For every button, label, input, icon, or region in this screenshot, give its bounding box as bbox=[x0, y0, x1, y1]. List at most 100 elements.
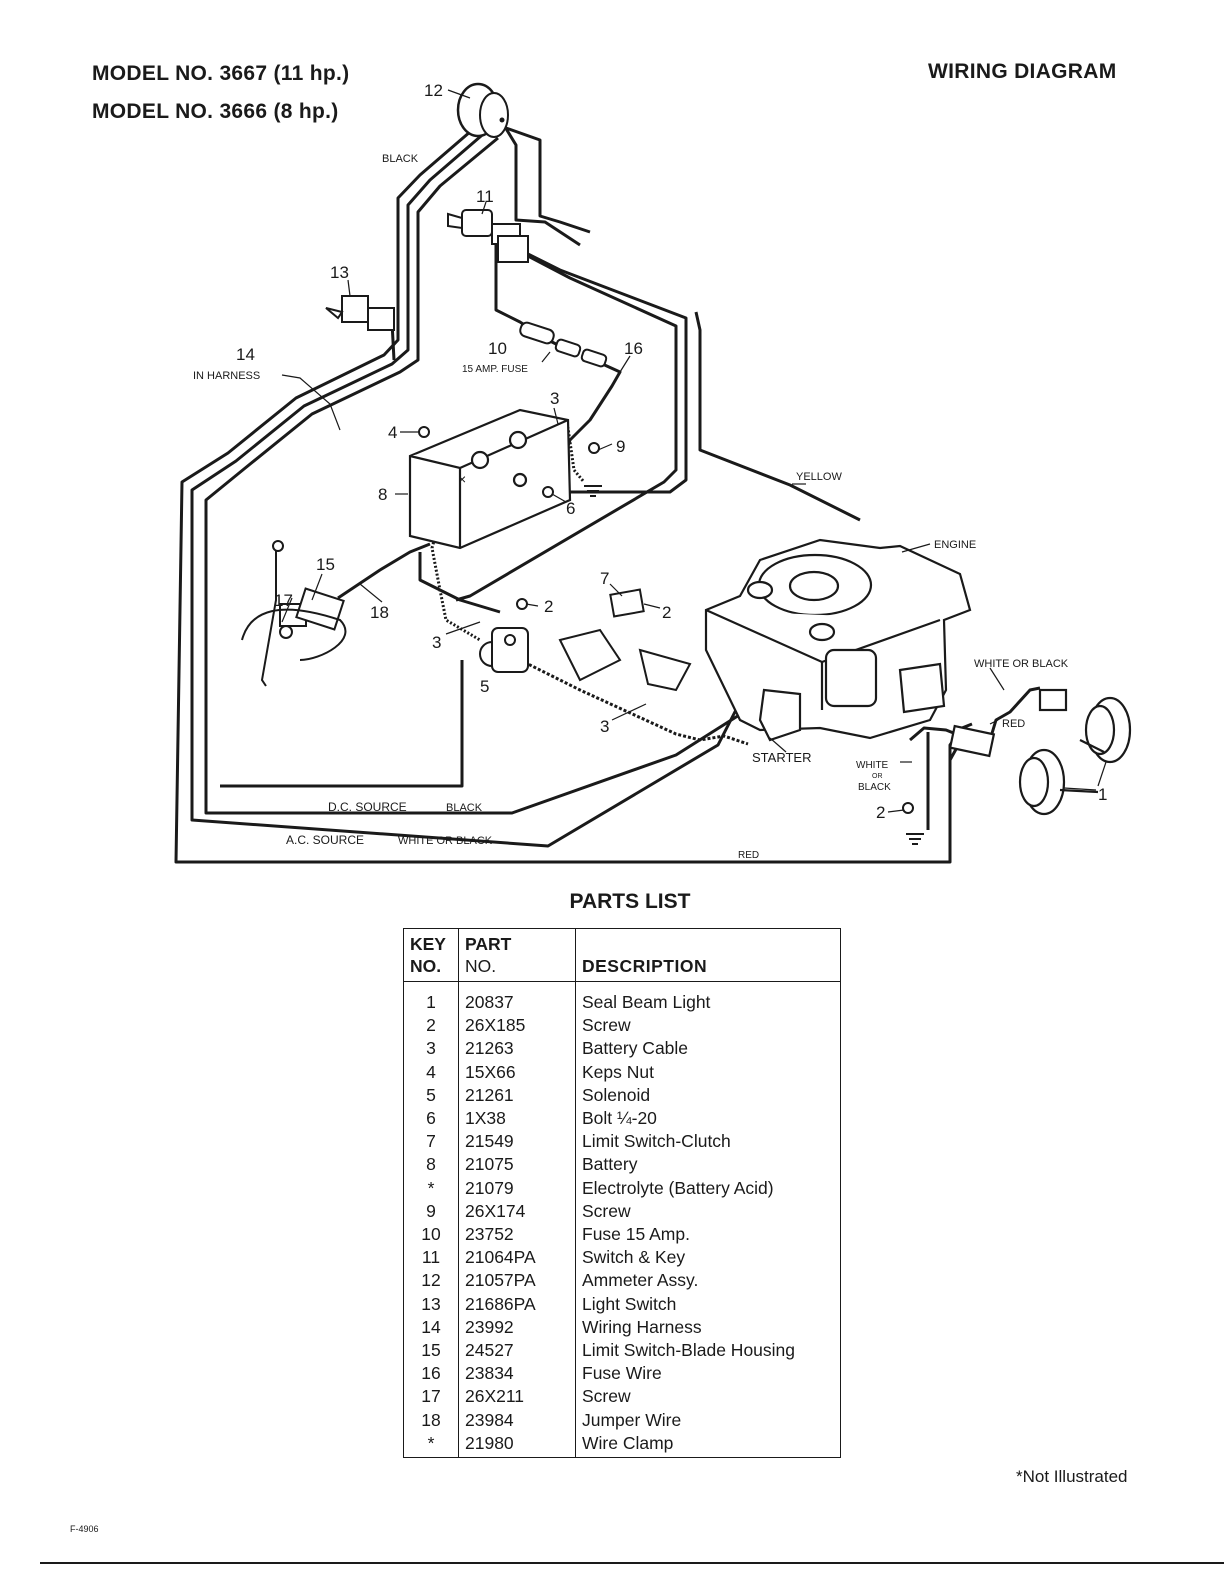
part-no-cell: 21980 bbox=[458, 1431, 576, 1459]
header-key-line-2: NO. bbox=[410, 956, 442, 976]
part-no-cell: 1X38 bbox=[458, 1107, 576, 1131]
wire-labels: BLACK IN HARNESS 15 AMP. FUSE YELLOW ENG… bbox=[193, 153, 1069, 861]
label-black-top: BLACK bbox=[382, 153, 419, 165]
callout-3a: 3 bbox=[550, 389, 559, 408]
callout-7: 7 bbox=[600, 569, 609, 588]
callout-4: 4 bbox=[388, 423, 397, 442]
description-cell: Solenoid bbox=[575, 1083, 841, 1108]
callout-15: 15 bbox=[316, 555, 335, 574]
fuse-holder bbox=[519, 321, 608, 368]
wire-ammeter-switch-2 bbox=[505, 126, 591, 234]
part-no-cell: 20837 bbox=[458, 981, 576, 1015]
callout-2a: 2 bbox=[544, 597, 553, 616]
description-cell: Ammeter Assy. bbox=[575, 1269, 841, 1293]
key-cell: * bbox=[403, 1176, 459, 1200]
description-cell: Battery Cable bbox=[575, 1037, 841, 1061]
wiring-diagram: × bbox=[174, 81, 1132, 864]
callout-16: 16 bbox=[624, 339, 643, 358]
key-cell: 15 bbox=[403, 1339, 459, 1363]
description-cell: Switch & Key bbox=[575, 1246, 841, 1270]
callout-5: 5 bbox=[480, 677, 489, 696]
key-cell: 9 bbox=[403, 1199, 459, 1224]
model-line-2: MODEL NO. 3666 (8 hp.) bbox=[92, 100, 339, 123]
callout-13: 13 bbox=[330, 263, 349, 282]
part-no-cell: 23752 bbox=[458, 1223, 576, 1247]
callout-2c: 2 bbox=[876, 803, 885, 822]
callout-9: 9 bbox=[616, 437, 625, 456]
label-white-stack-3: BLACK bbox=[858, 782, 891, 793]
callout-3b: 3 bbox=[432, 633, 441, 652]
parts-list-title: PARTS LIST bbox=[569, 890, 691, 913]
label-white-stack-1: WHITE bbox=[856, 760, 889, 771]
limit-switch-clutch bbox=[558, 588, 692, 692]
engine bbox=[704, 538, 972, 742]
part-no-cell: 21057PA bbox=[458, 1269, 576, 1293]
wire-switch-fuse bbox=[494, 240, 569, 352]
key-cell: 14 bbox=[403, 1315, 459, 1340]
ground-symbols bbox=[418, 426, 924, 845]
callout-leaders bbox=[281, 89, 1107, 813]
key-cell: 6 bbox=[403, 1107, 459, 1131]
bottom-rule bbox=[40, 1562, 1224, 1564]
key-cell: 5 bbox=[403, 1083, 459, 1108]
wire-limit-switch bbox=[418, 552, 501, 614]
callout-8: 8 bbox=[378, 485, 387, 504]
key-cell: 1 bbox=[403, 981, 459, 1015]
label-dc-black: BLACK bbox=[446, 802, 483, 814]
wire-dc-source bbox=[204, 136, 745, 815]
description-cell: Screw bbox=[575, 1014, 841, 1038]
part-no-cell: 23834 bbox=[458, 1362, 576, 1386]
part-no-cell: 26X174 bbox=[458, 1199, 576, 1224]
part-no-cell: 26X185 bbox=[458, 1014, 576, 1038]
label-engine: ENGINE bbox=[934, 539, 976, 551]
key-cell: 2 bbox=[403, 1014, 459, 1038]
callout-2b: 2 bbox=[662, 603, 671, 622]
part-no-cell: 23984 bbox=[458, 1408, 576, 1432]
wire-ac-source bbox=[190, 128, 742, 848]
battery: × bbox=[408, 408, 572, 550]
not-illustrated-footnote: *Not Illustrated bbox=[1016, 1467, 1128, 1486]
key-cell: 8 bbox=[403, 1153, 459, 1177]
description-cell: Screw bbox=[575, 1199, 841, 1224]
limit-switch-blade-housing bbox=[241, 540, 347, 687]
description-cell: Battery bbox=[575, 1153, 841, 1177]
key-cell: 18 bbox=[403, 1408, 459, 1432]
light-switch bbox=[325, 295, 395, 331]
description-cell: Bolt ¼-20 bbox=[575, 1107, 841, 1131]
key-cell: * bbox=[403, 1431, 459, 1459]
wire-yellow bbox=[694, 311, 861, 522]
svg-text:×: × bbox=[458, 471, 466, 487]
callout-18: 18 bbox=[370, 603, 389, 622]
part-no-cell: 21064PA bbox=[458, 1246, 576, 1270]
label-white-stack-2: OR bbox=[872, 773, 883, 780]
key-cell: 7 bbox=[403, 1130, 459, 1154]
part-no-cell: 21261 bbox=[458, 1083, 576, 1108]
label-dc-source: D.C. SOURCE bbox=[328, 800, 407, 814]
description-cell: Fuse Wire bbox=[575, 1362, 841, 1386]
callout-3c: 3 bbox=[600, 717, 609, 736]
part-no-cell: 24527 bbox=[458, 1339, 576, 1363]
callout-1: 1 bbox=[1098, 785, 1107, 804]
part-no-cell: 21079 bbox=[458, 1176, 576, 1200]
ammeter bbox=[456, 82, 509, 138]
key-cell: 4 bbox=[403, 1060, 459, 1084]
header-part-line-2: NO. bbox=[465, 956, 497, 976]
label-white-or-black: WHITE OR BLACK bbox=[974, 658, 1069, 670]
wire-switch-right-2 bbox=[455, 254, 678, 602]
